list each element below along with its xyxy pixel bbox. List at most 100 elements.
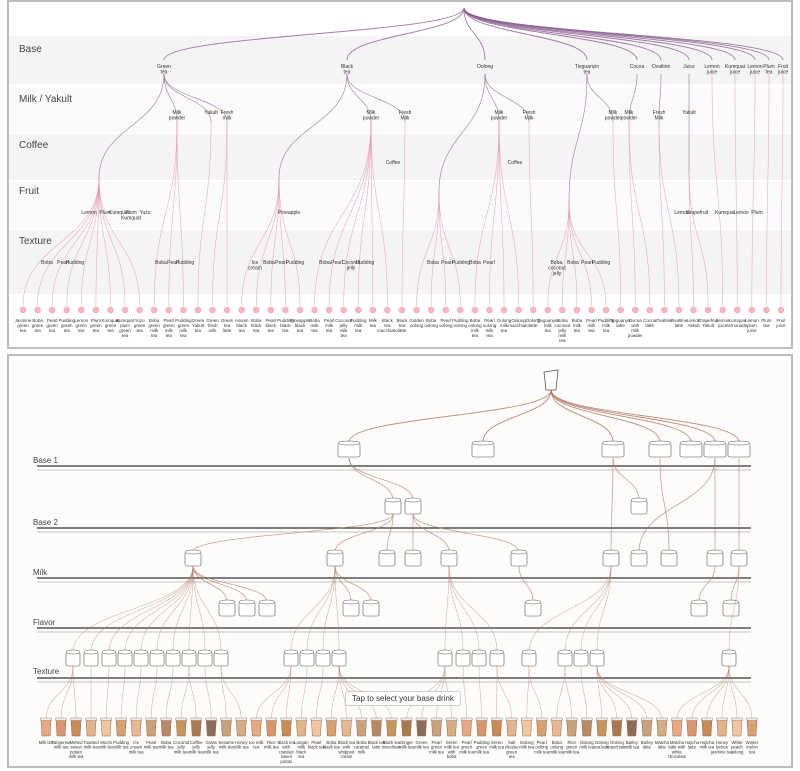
fruit-node-label: Grapefruit <box>686 210 709 216</box>
branch-line <box>780 73 784 307</box>
drink-cup-lid <box>340 717 353 721</box>
fruit-node-label: Kumquat <box>109 210 130 216</box>
branch-line <box>334 565 352 603</box>
branch-line <box>586 73 614 123</box>
branch-line <box>290 565 336 653</box>
branch-line <box>706 665 730 721</box>
branch-line <box>188 665 197 721</box>
branch-line <box>518 565 534 603</box>
cup-lid <box>149 649 165 655</box>
cup-lid <box>133 649 149 655</box>
cup-lid <box>331 649 347 655</box>
branch-line <box>241 177 280 307</box>
drink-leaf-dot <box>107 306 114 314</box>
drink-cup-lid <box>145 717 157 721</box>
drink-leaf-dot <box>515 306 522 314</box>
base-node-label: Cocoa <box>630 64 645 70</box>
branch-line <box>192 565 228 603</box>
tier-label-flavor: Flavor <box>33 618 56 627</box>
branch-line <box>550 389 716 443</box>
cup-lid <box>315 649 331 655</box>
tier-label-fruit: Fruit <box>19 186 39 197</box>
fruit-node-label: Yuzu <box>139 210 150 216</box>
branch-line <box>658 73 662 123</box>
branch-line <box>156 565 194 653</box>
cup-lid <box>660 549 678 555</box>
drink-leaf-dot <box>631 306 639 314</box>
drink-cup <box>55 719 67 737</box>
drink-cup-lid <box>505 717 518 721</box>
branch-line <box>766 73 770 307</box>
branch-line <box>484 73 530 123</box>
cup-lid <box>299 649 315 655</box>
branch-line <box>278 177 301 307</box>
drink-leaf-dot <box>442 306 449 314</box>
branch-line <box>334 565 340 653</box>
texture-node-label: Boba <box>155 260 167 266</box>
drink-leaf-dot <box>763 306 770 314</box>
drink-leaf-dot <box>690 306 697 314</box>
cup-lid <box>589 649 605 655</box>
drink-cup <box>596 719 608 737</box>
branch-line <box>448 565 480 653</box>
branch-line <box>528 121 534 307</box>
texture-node-label: Pudding <box>592 260 611 266</box>
drink-cup <box>266 719 277 737</box>
fruit-node-label: Lemon <box>81 210 97 216</box>
branch-line <box>370 121 388 307</box>
drink-leaf-dot <box>238 306 245 314</box>
branch-line <box>197 121 212 307</box>
drink-cup-lid <box>175 717 187 721</box>
texture-node-label: Pudding <box>66 260 85 266</box>
cup-lid <box>197 649 213 655</box>
branch-line <box>482 389 552 443</box>
drink-leaf-label: Milk tea <box>39 740 54 745</box>
branch-line <box>596 665 618 721</box>
branch-line <box>286 665 292 721</box>
cup-lid <box>283 649 299 655</box>
branch-line <box>416 191 440 307</box>
drink-cup <box>641 719 653 737</box>
branch-line <box>596 665 648 721</box>
branch-line <box>172 565 194 653</box>
drink-cup-lid <box>385 717 398 721</box>
branch-line <box>168 121 178 307</box>
branch-line <box>314 121 372 307</box>
cup-lid <box>510 549 528 555</box>
cup-lid <box>489 649 505 655</box>
select-base-hint[interactable]: Tap to select your base drink <box>345 691 461 706</box>
drink-leaf-dot <box>92 306 100 314</box>
drink-cup-lid <box>220 717 232 721</box>
milk-node-label: Yakult <box>682 110 696 116</box>
drink-cup-lid <box>115 717 127 721</box>
drink-cup-lid <box>536 717 548 721</box>
cup-lid <box>218 599 236 605</box>
branch-line <box>462 665 467 721</box>
fruit-node-label: Kumquat <box>715 210 736 216</box>
cup-lid <box>440 549 458 555</box>
branch-line <box>610 457 614 553</box>
drink-leaf-dot <box>296 306 304 314</box>
